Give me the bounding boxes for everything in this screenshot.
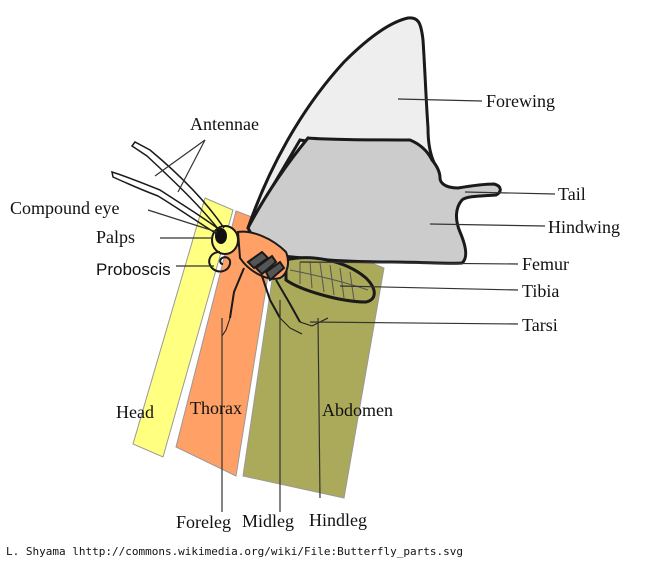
compound-eye — [215, 228, 227, 244]
label-hindleg: Hindleg — [309, 510, 367, 530]
label-tibia: Tibia — [522, 281, 559, 301]
label-forewing: Forewing — [486, 91, 555, 111]
label-tail: Tail — [558, 184, 586, 204]
label-palps: Palps — [96, 227, 135, 247]
label-abdomen: Abdomen — [322, 400, 393, 420]
label-antennae: Antennae — [190, 114, 259, 134]
label-femur: Femur — [522, 254, 569, 274]
label-proboscis: Proboscis — [96, 260, 171, 279]
label-compound-eye: Compound eye — [10, 198, 120, 218]
label-tarsi: Tarsi — [522, 315, 558, 335]
label-midleg: Midleg — [242, 511, 294, 531]
image-credit: L. Shyama lhttp://commons.wikimedia.org/… — [6, 545, 463, 558]
antennae-shapes — [112, 142, 224, 234]
label-hindwing: Hindwing — [548, 217, 620, 237]
label-foreleg: Foreleg — [176, 512, 231, 532]
label-head: Head — [116, 402, 154, 422]
label-thorax: Thorax — [190, 398, 242, 418]
